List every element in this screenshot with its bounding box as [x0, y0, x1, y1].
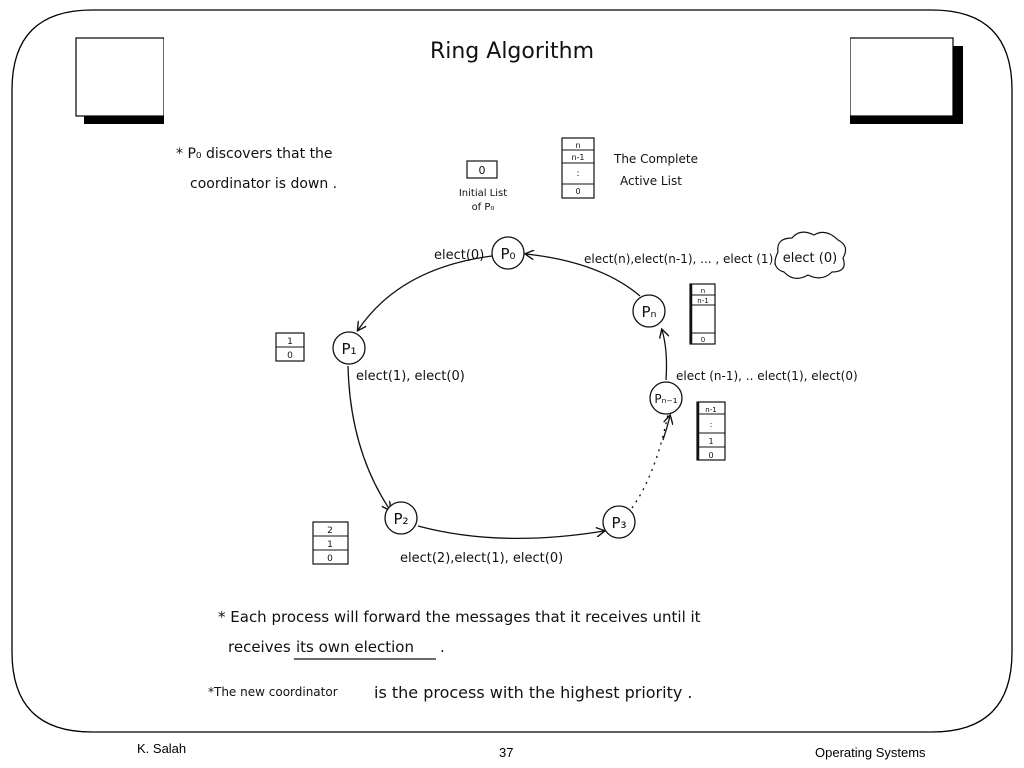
process-p2: P₂ [384, 501, 418, 535]
list-p1-row-0: 0 [287, 351, 293, 361]
complete-list-row-n1: n-1 [571, 153, 584, 162]
arrow-p2-to-p3 [417, 525, 604, 540]
process-pn1: Pₙ₋₁ [649, 381, 683, 415]
message-to-p0: elect(n),elect(n-1), ... , elect (1), [584, 252, 777, 266]
footer-course: Operating Systems [815, 745, 926, 760]
process-p1: P₁ [332, 331, 366, 365]
list-pn1: n-1 : 1 0 [696, 401, 726, 461]
list-pn: n n-1 0 [689, 283, 716, 345]
list-p2-row-2: 2 [327, 526, 333, 536]
process-p3-label: P₃ [611, 514, 626, 532]
footer-page-number: 37 [499, 745, 514, 760]
initial-list: 0 Initial List of P₀ [459, 160, 507, 213]
note-forward-messages: * Each process will forward the messages… [218, 608, 701, 626]
list-p1: 1 0 [275, 332, 305, 362]
list-p2-row-0: 0 [327, 554, 333, 564]
note-new-coordinator-2: is the process with the highest priority… [374, 683, 692, 702]
note-receives-own-3: . [440, 638, 445, 656]
arrow-p1-to-p2 [347, 365, 390, 510]
complete-list-row-n: n [575, 141, 580, 150]
slide-title: Ring Algorithm [430, 39, 594, 64]
complete-list-row-dots: : [576, 169, 579, 179]
message-to-pn: elect (n-1), .. elect(1), elect(0) [676, 369, 858, 383]
process-p0-label: P₀ [500, 245, 515, 263]
complete-active-list: n n-1 : 0 The Complete Active List [561, 137, 698, 199]
message-to-p1: elect(0) [434, 248, 484, 263]
note-coordinator-down-1: * P₀ discovers that the [176, 146, 333, 162]
note-new-coordinator-1: *The new coordinator [208, 685, 338, 699]
process-pn1-label: Pₙ₋₁ [654, 392, 677, 406]
initial-list-label-1: Initial List [459, 188, 507, 199]
process-p2-label: P₂ [393, 510, 408, 528]
list-pn1-row-dots: : [710, 420, 713, 429]
ring-arrows [347, 254, 670, 540]
list-pn1-row-1: 1 [708, 437, 713, 446]
note-coordinator-down-2: coordinator is down . [190, 176, 337, 192]
arrow-pn1-head [662, 416, 670, 441]
list-pn1-row-0: 0 [708, 451, 713, 460]
list-p2-row-1: 1 [327, 540, 333, 550]
message-to-p3: elect(2),elect(1), elect(0) [400, 551, 563, 566]
note-receives-own-2: its own election [296, 638, 414, 656]
elect-zero-cloud: elect (0) [774, 231, 847, 279]
list-pn1-row-n1: n-1 [705, 406, 716, 414]
process-p3: P₃ [602, 505, 636, 539]
list-p2: 2 1 0 [312, 521, 349, 565]
message-to-p2: elect(1), elect(0) [356, 369, 465, 384]
process-p0: P₀ [491, 236, 525, 270]
arrow-p3-to-pn1 [631, 413, 669, 509]
list-p1-row-1: 1 [287, 337, 293, 347]
note-receives-own-1: receives [228, 638, 291, 656]
initial-list-value: 0 [479, 164, 486, 177]
footer-author: K. Salah [137, 741, 187, 756]
process-p1-label: P₁ [341, 340, 356, 358]
arrow-p0-to-p1 [358, 255, 493, 330]
initial-list-label-2: of P₀ [472, 202, 495, 213]
list-pn-row-0: 0 [701, 336, 705, 344]
complete-list-row-0: 0 [575, 187, 580, 196]
process-pn: Pₙ [632, 294, 666, 328]
list-pn-row-n: n [701, 287, 705, 295]
arrow-pn1-to-pn [662, 330, 667, 381]
process-pn-label: Pₙ [641, 303, 656, 321]
complete-list-label-1: The Complete [613, 152, 698, 166]
title-banner [75, 30, 963, 126]
complete-list-label-2: Active List [620, 174, 682, 188]
list-pn-row-n1: n-1 [697, 297, 708, 305]
arrow-pn-to-p0 [526, 254, 641, 297]
cloud-label: elect (0) [783, 251, 837, 266]
slide-frame [11, 9, 1013, 733]
